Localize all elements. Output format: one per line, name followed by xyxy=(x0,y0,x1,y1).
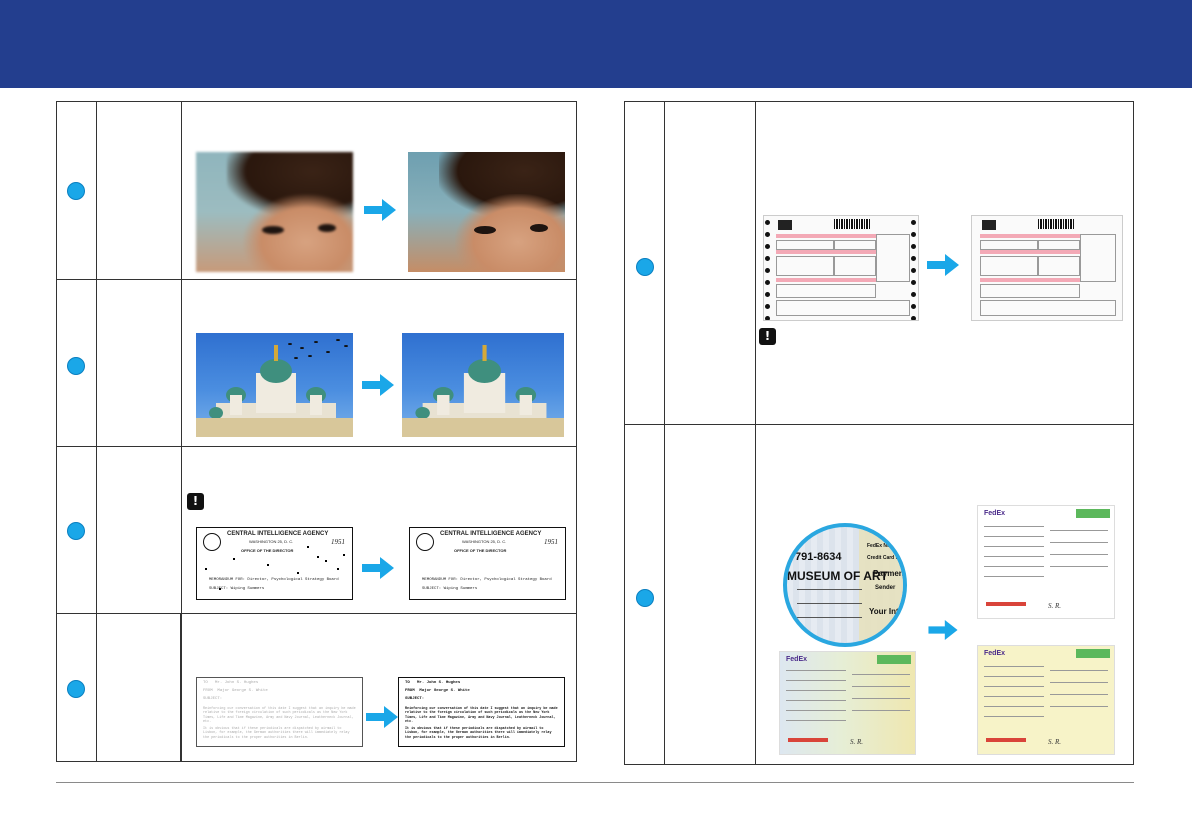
row-bullet-icon xyxy=(636,258,654,276)
arrow-right-icon xyxy=(364,199,396,221)
arrow-right-icon xyxy=(366,706,398,728)
blurred-face-image xyxy=(196,152,353,272)
table-row xyxy=(57,102,576,280)
row-number-cell xyxy=(625,425,665,764)
row-number-cell xyxy=(57,614,97,761)
arrow-right-icon xyxy=(362,374,394,396)
church-with-birds-image xyxy=(196,333,353,437)
row-number-cell xyxy=(57,102,97,279)
row-name-cell xyxy=(97,614,182,761)
faded-letter-image: TO Mr. John S. Hughes FROM Major George … xyxy=(196,677,363,747)
row-bullet-icon xyxy=(67,680,85,698)
arrow-right-icon xyxy=(362,557,394,579)
table-row: ! CENTRAL INTELLIGENCE AGENCY WASHINGTON… xyxy=(57,447,576,614)
fedex-form-colored-image: FedEx S. R. xyxy=(779,651,916,755)
table-row: 791-8634 MUSEUM OF ART FedEx No. Credit … xyxy=(625,425,1133,764)
right-feature-table: ! 791-8634 MUSEUM OF ART FedEx No. Credi… xyxy=(624,101,1134,765)
row-name-cell xyxy=(97,280,182,446)
row-name-cell xyxy=(97,102,182,279)
arrow-right-icon xyxy=(928,620,958,640)
row-number-cell xyxy=(57,280,97,446)
enhanced-letter-image: TO Mr. John S. Hughes FROM Major George … xyxy=(398,677,565,747)
shipping-form-with-holes-image xyxy=(763,215,919,321)
warning-icon: ! xyxy=(187,493,204,510)
table-row: TO Mr. John S. Hughes FROM Major George … xyxy=(57,614,576,761)
table-row: ! xyxy=(625,102,1133,425)
sharpened-face-image xyxy=(408,152,565,272)
footer-divider xyxy=(56,782,1134,783)
shipping-form-cleaned-image xyxy=(971,215,1123,321)
header-banner xyxy=(0,0,1192,88)
warning-icon: ! xyxy=(759,328,776,345)
arrow-right-icon xyxy=(927,254,959,276)
row-name-cell xyxy=(97,447,182,613)
row-bullet-icon xyxy=(636,589,654,607)
magnified-detail-image: 791-8634 MUSEUM OF ART FedEx No. Credit … xyxy=(783,523,907,647)
row-bullet-icon xyxy=(67,522,85,540)
row-number-cell xyxy=(57,447,97,613)
cia-memo-speckled-image: CENTRAL INTELLIGENCE AGENCY WASHINGTON 2… xyxy=(196,527,353,600)
row-number-cell xyxy=(625,102,665,424)
row-bullet-icon xyxy=(67,182,85,200)
table-row xyxy=(57,280,576,447)
cia-memo-clean-image: CENTRAL INTELLIGENCE AGENCY WASHINGTON 2… xyxy=(409,527,566,600)
fedex-form-cleaned-yellow-image: FedEx S. R. xyxy=(977,645,1115,755)
row-name-cell xyxy=(665,425,756,764)
church-clean-image xyxy=(402,333,564,437)
row-name-cell xyxy=(665,102,756,424)
fedex-form-cleaned-image: FedEx S. R. xyxy=(977,505,1115,619)
left-feature-table: ! CENTRAL INTELLIGENCE AGENCY WASHINGTON… xyxy=(56,101,577,762)
row-bullet-icon xyxy=(67,357,85,375)
